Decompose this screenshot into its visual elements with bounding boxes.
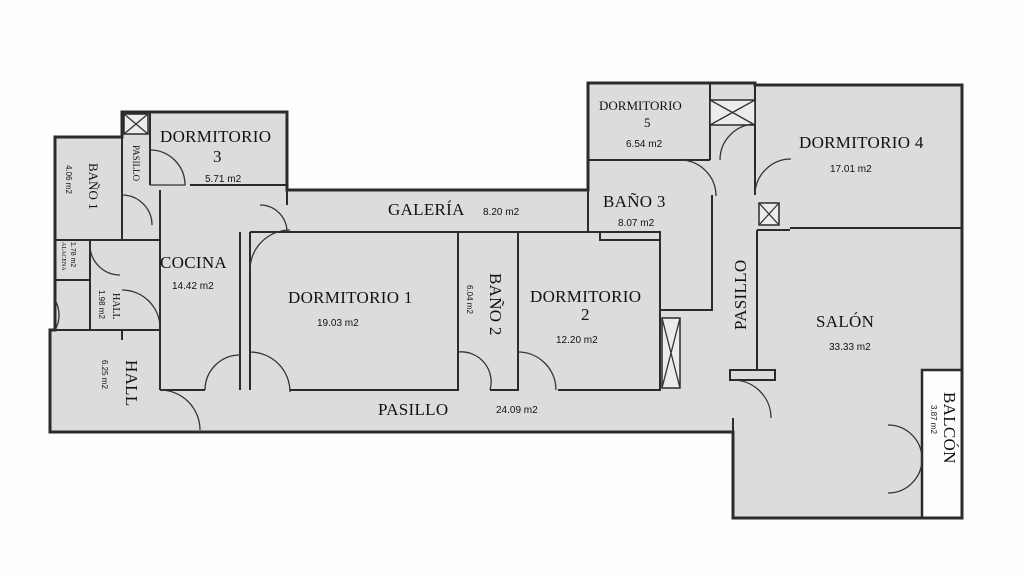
wall-bano3-right [660,195,713,311]
shaft-d3-cross [123,113,149,135]
area-dormitorio2: 12.20 m2 [556,335,598,346]
wall-d1 [250,231,459,391]
door-cocina [204,354,241,391]
door-bano3 [679,159,717,197]
area-dormitorio3: 5.71 m2 [205,174,242,185]
label-pasillo-main: PASILLO [378,400,448,419]
shaft-bano3-cross [661,317,681,389]
area-cocina: 14.42 m2 [172,281,214,292]
door-galeria [259,204,288,233]
door-hall [159,389,201,431]
area-alacena: 1.78 m2 [69,242,76,267]
area-galeria: 8.20 m2 [483,207,520,218]
label-dormitorio4: DORMITORIO 4 [799,133,924,152]
area-dormitorio4: 17.01 m2 [830,164,872,175]
door-d1 [249,351,291,393]
label-pasillo-vertical: PASILLO [731,260,750,330]
door-salon [732,379,772,419]
room-labels: DORMITORIO 3 5.71 m2 PASILLO BAÑO 1 4.06… [60,98,959,464]
label-dormitorio5-a: DORMITORIO [599,98,682,113]
label-cocina: COCINA [160,253,227,272]
wall-bano2 [458,231,519,391]
label-bano2: BAÑO 2 [486,273,505,336]
door-galeria-d1 [249,229,291,271]
door-bano1 [121,194,153,226]
door-d5 [719,123,757,161]
door-d4 [754,158,792,196]
door-alacena [89,244,121,276]
area-salon: 33.33 m2 [829,342,871,353]
door-d2 [517,351,557,391]
label-balcon: BALCÓN [940,392,959,464]
label-dormitorio5-b: 5 [644,115,651,130]
label-dormitorio2-a: DORMITORIO [530,287,641,306]
label-bano3: BAÑO 3 [603,192,666,211]
label-dormitorio3-a: DORMITORIO [160,127,271,146]
shafts [123,99,780,389]
label-dormitorio1: DORMITORIO 1 [288,288,413,307]
area-bano3: 8.07 m2 [618,218,655,229]
area-dormitorio5: 6.54 m2 [626,139,663,150]
apartment-outer-wall [48,81,964,520]
area-hall: 6.25 m2 [100,360,109,389]
area-pasillo-main: 24.09 m2 [496,405,538,416]
door-balcon [887,424,923,494]
label-hall: HALL [122,360,141,407]
label-alacena: ALACENA [60,242,66,271]
area-hall-small: 1.98 m2 [97,290,106,319]
wall-bano3-bottom [599,232,660,241]
shaft-pasillo-cross [758,202,780,226]
area-bano2: 6.04 m2 [465,285,474,314]
exterior-walls [48,81,964,520]
door-entry [54,299,60,331]
doors [54,123,923,494]
area-dormitorio1: 19.03 m2 [317,318,359,329]
door-d3 [149,149,186,186]
label-pasillo-small: PASILLO [131,145,141,182]
door-hall-small [121,289,161,329]
door-bano2 [457,351,492,391]
label-galeria: GALERÍA [388,200,465,219]
label-dormitorio2-b: 2 [581,305,590,324]
area-balcon: 3.87 m2 [929,405,938,434]
label-hall-small: HALL [110,293,121,320]
wall-pasillo-v-pier [729,369,776,381]
label-salon: SALÓN [816,312,874,331]
label-bano1: BAÑO 1 [86,163,101,210]
area-bano1: 4.06 m2 [64,165,73,194]
shaft-d5-cross [709,99,756,126]
label-dormitorio3-b: 3 [213,147,222,166]
